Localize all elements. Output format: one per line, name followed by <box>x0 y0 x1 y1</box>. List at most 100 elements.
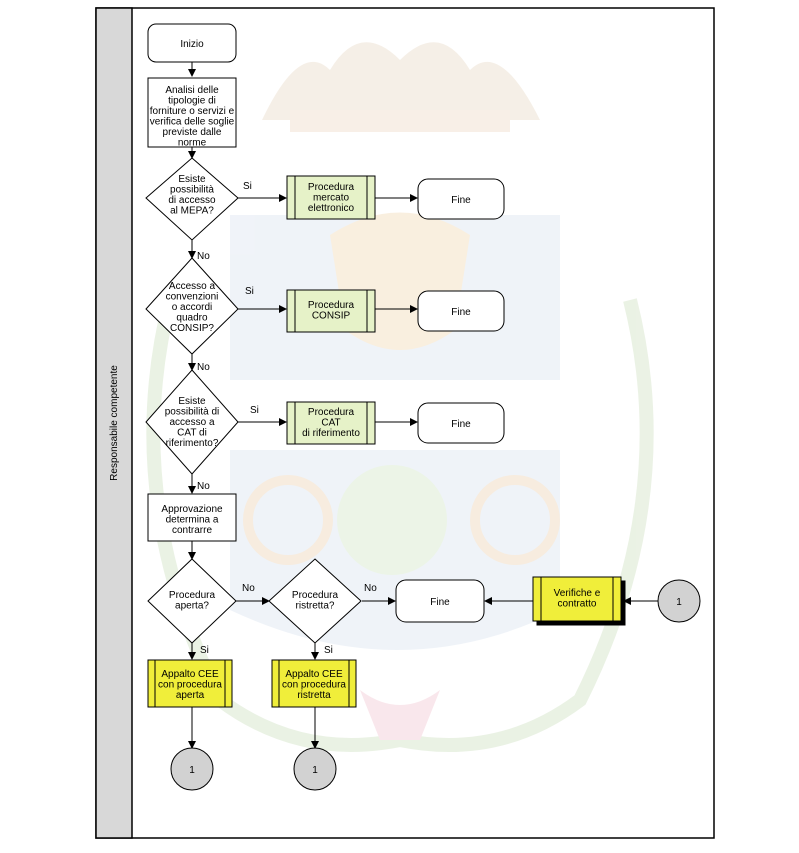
edge-label-ristretta-no: No <box>364 583 377 594</box>
node-label-line: riferimento? <box>166 438 219 449</box>
node-label-line: di riferimento <box>302 428 360 439</box>
connector-1-aperta: 1 <box>170 747 214 791</box>
node-label-line: previste dalle <box>163 127 222 138</box>
edge-label-cat-si: Si <box>250 405 259 416</box>
node-label-line: Appalto CEE <box>161 669 219 680</box>
swimlane-header <box>95 7 133 839</box>
fine-4-terminal: Fine <box>395 579 485 623</box>
node-label-line: CONSIP <box>312 311 351 322</box>
node-label-line: forniture o servizi e <box>150 106 235 117</box>
node-label-line: convenzioni <box>166 292 219 303</box>
swimlane-label: Responsabile competente <box>109 365 120 481</box>
node-label-line: aperta? <box>175 601 209 612</box>
node-label-line: possibilità <box>170 185 214 196</box>
node-label-line: contrarre <box>172 525 212 536</box>
connector-1-right: 1 <box>657 579 701 623</box>
conn-b-label: 1 <box>312 765 318 776</box>
fine-3-terminal: Fine <box>417 402 505 444</box>
node-label-line: possibilità di <box>165 407 219 418</box>
node-label-line: 1 <box>312 765 318 776</box>
fine2-label: Fine <box>451 307 471 318</box>
node-label-line: di accesso <box>168 195 216 206</box>
node-label-line: ristretta? <box>296 601 335 612</box>
conn-a-label: 1 <box>189 765 195 776</box>
fine1-label: Fine <box>451 195 471 206</box>
node-label-line: Verifiche e <box>554 588 601 599</box>
node-label-line: Esiste <box>178 174 206 185</box>
node-label-line: Fine <box>430 597 450 608</box>
fine-1-terminal: Fine <box>417 178 505 220</box>
node-label-line: con procedura <box>158 680 222 691</box>
fine4-label: Fine <box>430 597 450 608</box>
node-label-line: CAT di <box>177 428 207 439</box>
edge-label-consip-no: No <box>197 362 210 373</box>
edge-label-aperta-no: No <box>242 583 255 594</box>
fine3-label: Fine <box>451 419 471 430</box>
node-label-line: contratto <box>558 599 597 610</box>
node-label-line: 1 <box>189 765 195 776</box>
fine-2-terminal: Fine <box>417 290 505 332</box>
node-label-line: Procedura <box>292 590 339 601</box>
edge-label-cat-no: No <box>197 481 210 492</box>
node-label-line: 1 <box>676 597 682 608</box>
edge-label-aperta-si: Si <box>200 645 209 656</box>
start-label: Inizio <box>180 39 204 50</box>
node-label-line: Fine <box>451 307 471 318</box>
node-label-line: Inizio <box>180 39 204 50</box>
node-label-line: Appalto CEE <box>285 669 343 680</box>
node-label-line: verifica delle soglie <box>150 117 235 128</box>
edge-label-mepa-si: Si <box>243 181 252 192</box>
node-label-line: Approvazione <box>161 504 223 515</box>
node-label-line: Procedura <box>308 182 355 193</box>
edge-labels: Si No Si No Si No No No Si Si <box>197 181 377 656</box>
node-label-line: elettronico <box>308 203 355 214</box>
node-label-line: con procedura <box>282 680 346 691</box>
node-label-line: Fine <box>451 195 471 206</box>
node-label-line: aperta <box>176 690 205 701</box>
node-label-line: Esiste <box>178 396 206 407</box>
node-label-line: CONSIP? <box>170 323 214 334</box>
edge-label-ristretta-si: Si <box>324 645 333 656</box>
node-label-line: tipologie di <box>168 96 216 107</box>
node-label-line: Fine <box>451 419 471 430</box>
node-label-line: ristretta <box>297 690 331 701</box>
node-label-line: Procedura <box>308 300 355 311</box>
start-node: Inizio <box>147 23 237 63</box>
connector-1-ristretta: 1 <box>293 747 337 791</box>
conn-right-label: 1 <box>676 597 682 608</box>
edge-label-mepa-no: No <box>197 251 210 262</box>
node-label-line: mercato <box>313 193 350 204</box>
node-label-line: quadro <box>176 313 208 324</box>
coat-of-arms-watermark <box>146 42 654 752</box>
node-label-line: accesso a <box>169 417 214 428</box>
edges <box>188 62 658 749</box>
node-label-line: Procedura <box>169 590 216 601</box>
node-label-line: o accordi <box>172 302 213 313</box>
node-label-line: norme <box>178 138 207 149</box>
